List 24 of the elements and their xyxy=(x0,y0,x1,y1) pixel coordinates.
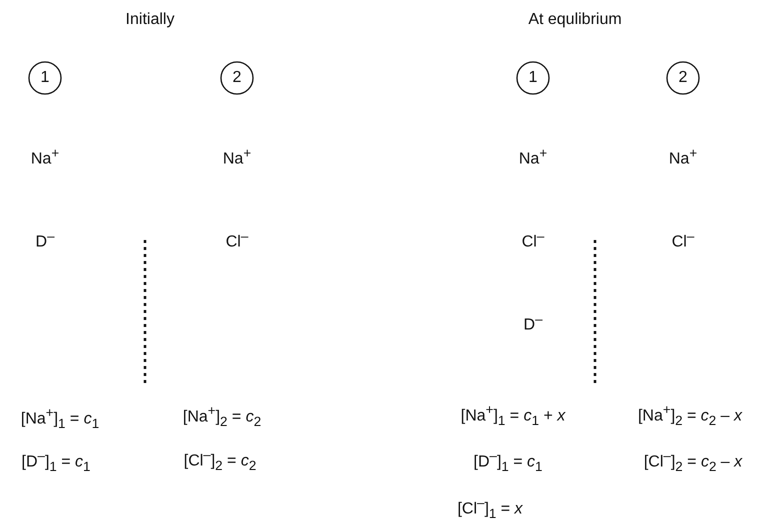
compartment-number: 1 xyxy=(40,69,50,87)
concentration-equation: [Cl$^{–}$]$_{1}$ = x xyxy=(457,495,523,521)
ion-label: D$^{–}$ xyxy=(36,228,54,252)
concentration-equation: [D$^{–}$]$_{1}$ = c$_{1}$ xyxy=(22,448,90,474)
ion-label: Cl$^{–}$ xyxy=(522,228,544,252)
ion-label: Cl$^{–}$ xyxy=(226,228,248,252)
compartment-number: 1 xyxy=(528,69,538,87)
ion-label: D$^{–}$ xyxy=(524,311,542,335)
ion-label: Na$^{+}$ xyxy=(518,145,548,169)
ion-label: Cl$^{–}$ xyxy=(672,228,694,252)
concentration-equation: [Cl$^{–}$]$_{2}$ = c$_{2}$ xyxy=(184,447,256,473)
compartment-number: 2 xyxy=(678,69,688,87)
compartment-number: 2 xyxy=(232,69,242,87)
concentration-equation: [Na$^{+}$]$_{2}$ = c$_{2}$ xyxy=(182,403,262,429)
concentration-equation: [Na$^{+}$]$_{2}$ = c$_{2}$ – x xyxy=(638,402,742,428)
concentration-equation: [Cl$^{–}$]$_{2}$ = c$_{2}$ – x xyxy=(644,448,742,474)
concentration-equation: [D$^{–}$]$_{1}$ = c$_{1}$ xyxy=(474,448,542,474)
heading: At equlibrium xyxy=(528,11,622,29)
concentration-equation: [Na$^{+}$]$_{1}$ = c$_{1}$ + x xyxy=(460,402,566,428)
ion-label: Na$^{+}$ xyxy=(668,145,698,169)
ion-label: Na$^{+}$ xyxy=(30,145,60,169)
concentration-equation: [Na$^{+}$]$_{1}$ = c$_{1}$ xyxy=(20,405,100,431)
heading: Initially xyxy=(126,11,174,29)
ion-label: Na$^{+}$ xyxy=(222,145,252,169)
